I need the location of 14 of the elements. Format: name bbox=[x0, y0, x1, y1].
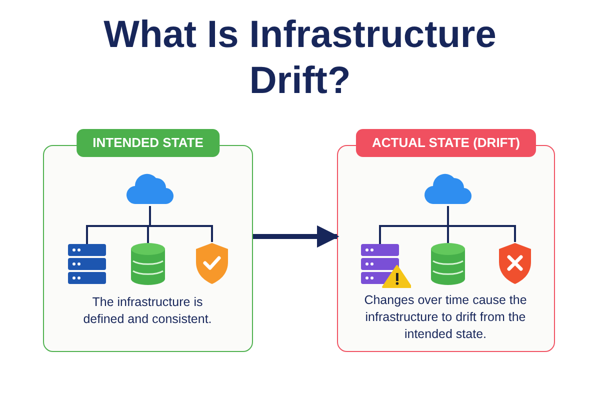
database-icon bbox=[131, 243, 165, 285]
server-warning-icon bbox=[361, 244, 411, 288]
description-text: Changes over time cause the infrastructure to drift from the intended state. bbox=[363, 292, 528, 343]
server-icon bbox=[68, 244, 106, 284]
shield-check-icon bbox=[194, 242, 230, 285]
shield-cross-icon bbox=[497, 242, 533, 285]
description-text: The infrastructure is defined and consistent. bbox=[82, 294, 213, 328]
arrow bbox=[253, 225, 340, 248]
connector-line bbox=[149, 206, 213, 242]
panel-heading: INTENDED STATE bbox=[76, 129, 220, 157]
connector-line bbox=[447, 206, 516, 242]
panel-heading: ACTUAL STATE (DRIFT) bbox=[356, 129, 536, 157]
title: What Is Infrastructure Drift? bbox=[102, 13, 498, 104]
database-icon bbox=[431, 243, 465, 285]
